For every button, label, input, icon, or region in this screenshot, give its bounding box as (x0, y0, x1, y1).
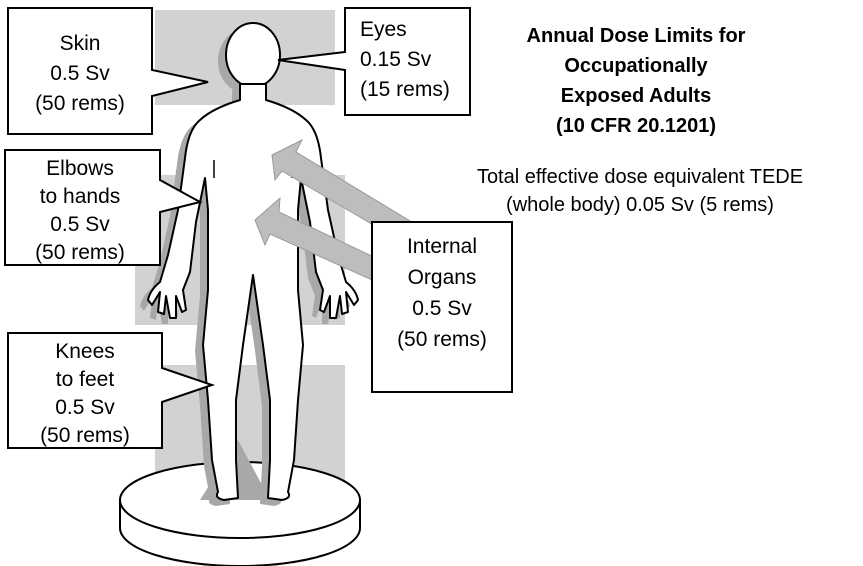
skin-dose-sv: 0.5 Sv (50, 62, 110, 85)
elbows-label-line1: Elbows (46, 157, 114, 180)
knees-label-line1: Knees (55, 340, 115, 363)
skin-label: Skin (60, 32, 101, 55)
organs-dose-sv: 0.5 Sv (412, 297, 472, 320)
organs-dose-rems: (50 rems) (397, 328, 487, 351)
title-line2: Occupationally (564, 55, 708, 77)
tede-line1: Total effective dose equivalent TEDE (477, 166, 803, 188)
knees-label-line2: to feet (56, 368, 115, 391)
tede-note: Total effective dose equivalent TEDE (wh… (477, 166, 803, 216)
title-line1: Annual Dose Limits for (527, 25, 746, 47)
diagram-title: Annual Dose Limits for Occupationally Ex… (527, 25, 746, 137)
eyes-label: Eyes (360, 18, 407, 41)
organs-callout: Internal Organs 0.5 Sv (50 rems) (372, 222, 512, 392)
knees-dose-sv: 0.5 Sv (55, 396, 115, 419)
title-line3: Exposed Adults (561, 85, 711, 107)
organs-label-line1: Internal (407, 235, 477, 258)
title-line4: (10 CFR 20.1201) (556, 115, 716, 137)
eyes-dose-sv: 0.15 Sv (360, 48, 432, 71)
skin-dose-rems: (50 rems) (35, 92, 125, 115)
organs-label-line2: Organs (408, 266, 477, 289)
elbows-dose-sv: 0.5 Sv (50, 213, 110, 236)
elbows-label-line2: to hands (40, 185, 121, 208)
tede-line2: (whole body) 0.05 Sv (5 rems) (506, 194, 774, 216)
eyes-dose-rems: (15 rems) (360, 78, 450, 101)
knees-dose-rems: (50 rems) (40, 424, 130, 447)
elbows-dose-rems: (50 rems) (35, 241, 125, 264)
